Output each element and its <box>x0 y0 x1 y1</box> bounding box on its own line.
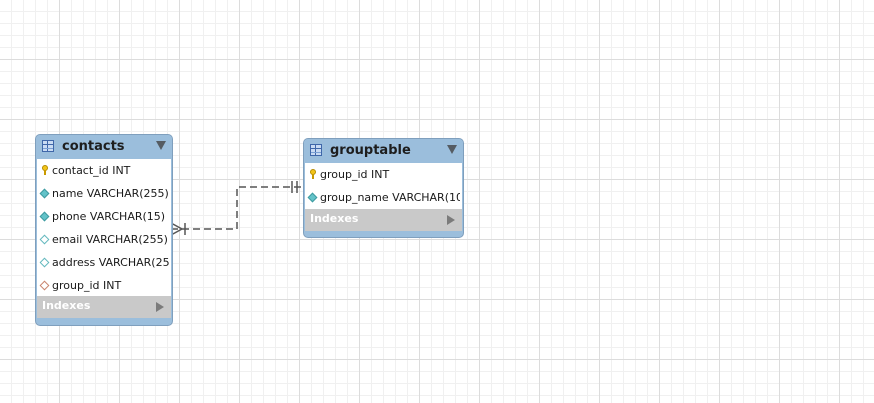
expand-arrow-icon[interactable] <box>447 215 455 225</box>
foreign-key-column-icon <box>39 280 50 291</box>
table-header[interactable]: grouptable <box>304 139 463 164</box>
indexes-section[interactable]: Indexes <box>305 209 462 231</box>
column-row[interactable]: group_id INT <box>305 163 462 186</box>
column-row[interactable]: name VARCHAR(255) <box>37 182 171 205</box>
one-mandatory-end-marker <box>291 181 298 193</box>
column-label: phone VARCHAR(15) <box>52 210 166 223</box>
column-row[interactable]: address VARCHAR(25... <box>37 251 171 274</box>
relationship-line[interactable] <box>171 186 303 230</box>
table-title: grouptable <box>330 143 411 158</box>
column-label: group_id INT <box>52 279 122 292</box>
column-row[interactable]: group_name VARCHAR(10... <box>305 186 462 209</box>
column-label: email VARCHAR(255) <box>52 233 168 246</box>
primary-key-icon <box>42 165 48 175</box>
column-row[interactable]: phone VARCHAR(15) <box>37 205 171 228</box>
indexes-section[interactable]: Indexes <box>37 296 171 318</box>
column-label: name VARCHAR(255) <box>52 187 169 200</box>
expand-arrow-icon[interactable] <box>156 302 164 312</box>
grouptable-table[interactable]: grouptable group_id INT group_name VARCH… <box>303 138 464 238</box>
column-row[interactable]: email VARCHAR(255) <box>37 228 171 251</box>
nullable-column-icon <box>39 234 50 245</box>
column-label: group_name VARCHAR(10... <box>320 191 460 204</box>
not-null-column-icon <box>39 188 50 199</box>
indexes-label: Indexes <box>310 212 359 225</box>
columns-list: group_id INT group_name VARCHAR(10... <box>305 163 462 209</box>
indexes-label: Indexes <box>42 299 91 312</box>
nullable-column-icon <box>39 257 50 268</box>
primary-key-icon <box>310 169 316 179</box>
table-title: contacts <box>62 139 125 154</box>
column-row[interactable]: group_id INT <box>37 274 171 297</box>
not-null-column-icon <box>39 211 50 222</box>
many-mandatory-end-marker <box>170 222 186 236</box>
contacts-table[interactable]: contacts contact_id INT name VARCHAR(255… <box>35 134 173 326</box>
column-label: address VARCHAR(25... <box>52 256 169 269</box>
column-label: contact_id INT <box>52 164 131 177</box>
table-icon <box>310 144 322 156</box>
not-null-column-icon <box>307 192 318 203</box>
dropdown-arrow-icon[interactable] <box>447 145 457 154</box>
dropdown-arrow-icon[interactable] <box>156 141 166 150</box>
table-icon <box>42 140 54 152</box>
table-header[interactable]: contacts <box>36 135 172 160</box>
column-label: group_id INT <box>320 168 390 181</box>
columns-list: contact_id INT name VARCHAR(255) phone V… <box>37 159 171 296</box>
column-row[interactable]: contact_id INT <box>37 159 171 182</box>
